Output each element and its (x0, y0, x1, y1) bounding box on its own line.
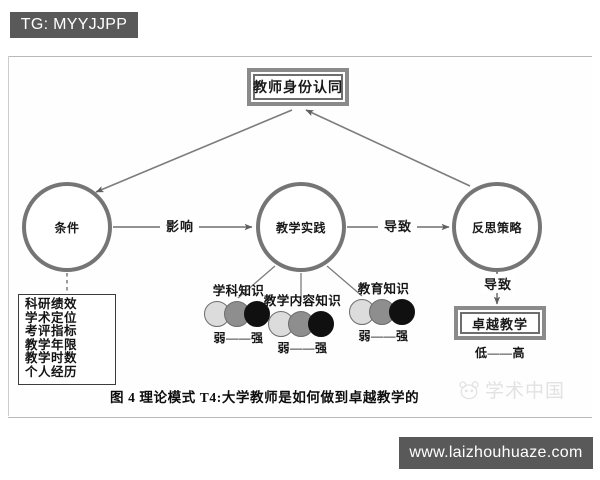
knowledge-strength-dots (186, 301, 291, 327)
figure-caption: 图 4 理论模式 T4:大学教师是如何做到卓越教学的 (110, 390, 420, 405)
edge-label-cause: 导致 (381, 216, 416, 235)
knowledge-group-pedagogical-content: 教学内容知识 弱——强 (250, 294, 355, 356)
list-item: 教学时数 (25, 351, 78, 366)
node-teacher-identity: 教师身份认同 (247, 68, 349, 106)
panda-face-icon (459, 380, 479, 399)
list-item: 考评指标 (25, 324, 78, 339)
list-item: 学术定位 (25, 310, 78, 325)
node-conditions: 条件 (22, 182, 112, 272)
knowledge-scale-label: 弱——强 (213, 331, 264, 345)
site-watermark: 学术中国 (458, 376, 565, 403)
knowledge-scale-label: 弱——强 (358, 329, 409, 343)
dot-strong (308, 311, 334, 337)
list-item: 个人经历 (25, 364, 78, 379)
knowledge-strength-dots (331, 299, 436, 325)
node-reflection-strategy: 反思策略 (452, 182, 542, 272)
knowledge-group-educational: 教育知识 弱——强 (331, 282, 436, 344)
conditions-list-box: 科研绩效 学术定位 考评指标 教学年限 教学时数 个人经历 (18, 294, 116, 385)
knowledge-group-label: 学科知识 (212, 284, 265, 298)
knowledge-scale-label: 弱——强 (277, 341, 328, 355)
edge-label-cause-excellence: 导致 (481, 274, 516, 293)
dot-strong (244, 301, 270, 327)
site-url-watermark: www.laizhouhuaze.com (399, 437, 593, 469)
node-teaching-practice: 教学实践 (256, 182, 346, 272)
list-item: 科研绩效 (25, 297, 78, 311)
dot-strong (389, 299, 415, 325)
knowledge-group-label: 教学内容知识 (263, 294, 342, 308)
knowledge-strength-dots (250, 311, 355, 337)
telegram-tag-watermark: TG: MYYJJPP (10, 12, 138, 38)
list-item: 教学年限 (25, 337, 78, 352)
edge-label-influence: 影响 (163, 216, 198, 235)
knowledge-group-label: 教育知识 (357, 282, 410, 296)
node-excellent-teaching: 卓越教学 (454, 306, 546, 340)
figure-left-rule (8, 56, 9, 416)
site-watermark-text: 学术中国 (485, 381, 566, 402)
knowledge-group-subject: 学科知识 弱——强 (186, 284, 291, 346)
excellence-scale-label: 低——高 (474, 346, 525, 360)
